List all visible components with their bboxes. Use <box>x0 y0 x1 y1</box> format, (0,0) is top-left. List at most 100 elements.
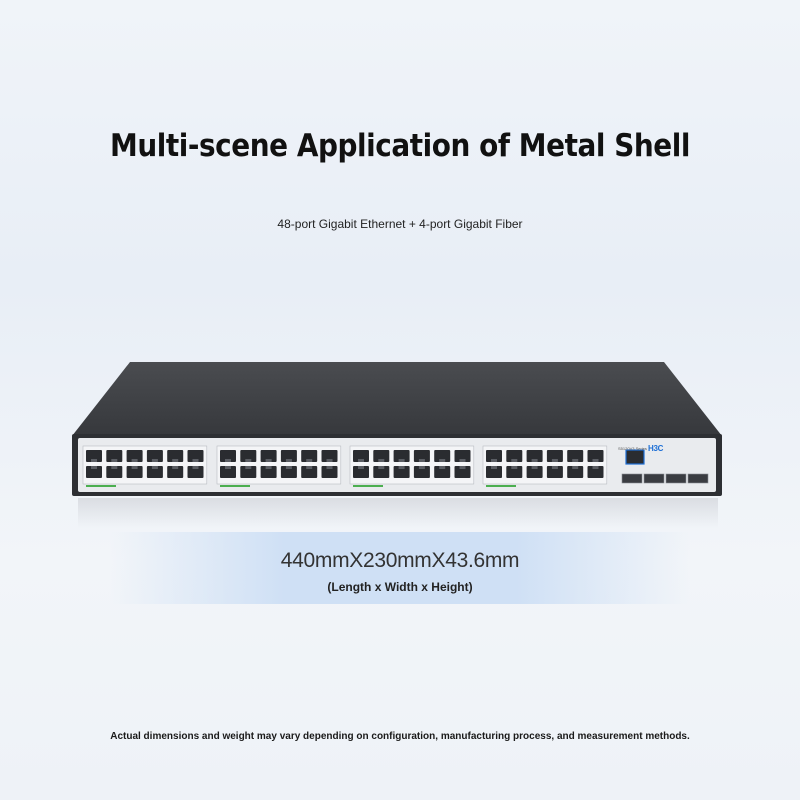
port-latch <box>326 459 333 462</box>
rj45-port-icon <box>393 466 410 478</box>
port-latch <box>245 459 252 462</box>
port-latch <box>306 466 313 469</box>
rj45-port-icon <box>486 466 502 478</box>
model-label: S5120V3 Series <box>618 446 647 451</box>
dimension-band <box>110 532 690 604</box>
port-latch <box>91 459 97 462</box>
port-latch <box>551 466 558 469</box>
rj45-port-icon <box>106 450 123 462</box>
port-latch <box>265 466 272 469</box>
rj45-port-icon <box>353 466 369 478</box>
port-latch <box>111 459 118 462</box>
rj45-port-icon <box>220 466 236 478</box>
port-latch <box>172 459 179 462</box>
rj45-port-icon <box>240 450 257 462</box>
port-latch <box>151 459 158 462</box>
port-latch <box>285 459 292 462</box>
rj45-port-icon <box>526 466 543 478</box>
brand-logo: H3C <box>648 444 664 453</box>
port-latch <box>326 466 333 469</box>
port-latch <box>592 459 599 462</box>
port-latch <box>358 466 364 469</box>
rj45-port-icon <box>434 466 451 478</box>
console-port-icon <box>625 449 645 465</box>
status-led-strip <box>220 485 250 487</box>
rj45-port-icon <box>587 466 604 478</box>
switch-reflection <box>78 498 718 528</box>
rj45-port-icon <box>167 466 184 478</box>
port-latch <box>531 466 538 469</box>
rj45-port-icon <box>220 450 236 462</box>
port-latch <box>151 466 158 469</box>
status-led-strip <box>353 485 383 487</box>
port-latch <box>418 466 425 469</box>
port-group <box>349 445 475 485</box>
port-latch <box>439 466 446 469</box>
port-latch <box>398 459 405 462</box>
rj45-port-icon <box>280 466 297 478</box>
rj45-port-icon <box>546 466 563 478</box>
front-panel: H3C S5120V3 Series <box>78 438 716 492</box>
rj45-port-icon <box>301 466 318 478</box>
port-latch <box>378 459 385 462</box>
port-latch <box>192 459 199 462</box>
rj45-port-icon <box>260 450 277 462</box>
port-latch <box>358 459 364 462</box>
rj45-port-icon <box>353 450 369 462</box>
dimensions-note: (Length x Width x Height) <box>327 580 473 594</box>
rj45-port-icon <box>486 450 502 462</box>
rj45-port-icon <box>413 466 430 478</box>
port-latch <box>459 459 466 462</box>
rj45-port-icon <box>454 466 471 478</box>
rj45-port-icon <box>301 450 318 462</box>
rj45-port-icon <box>187 450 204 462</box>
status-led-strip <box>86 485 116 487</box>
rj45-port-icon <box>86 450 102 462</box>
port-latch <box>592 466 599 469</box>
port-array <box>82 445 709 487</box>
sfp-port-icon <box>643 473 665 484</box>
port-latch <box>192 466 199 469</box>
sfp-port-icon <box>687 473 709 484</box>
port-latch <box>551 459 558 462</box>
page-subtitle: 48-port Gigabit Ethernet + 4-port Gigabi… <box>277 217 523 231</box>
rj45-port-icon <box>393 450 410 462</box>
page-title: Multi-scene Application of Metal Shell <box>110 128 690 164</box>
rj45-port-icon <box>126 466 143 478</box>
rj45-port-icon <box>321 450 338 462</box>
port-latch <box>418 459 425 462</box>
status-led-strip <box>486 485 516 487</box>
rj45-port-icon <box>86 466 102 478</box>
port-latch <box>225 466 231 469</box>
port-latch <box>245 466 252 469</box>
port-group <box>482 445 608 485</box>
port-latch <box>511 459 518 462</box>
port-latch <box>491 459 497 462</box>
port-latch <box>511 466 518 469</box>
rj45-port-icon <box>506 466 523 478</box>
port-latch <box>398 466 405 469</box>
rj45-port-icon <box>413 450 430 462</box>
disclaimer-text: Actual dimensions and weight may vary de… <box>110 731 690 742</box>
port-latch <box>572 459 579 462</box>
rj45-port-icon <box>321 466 338 478</box>
port-group <box>82 445 208 485</box>
port-latch <box>285 466 292 469</box>
port-latch <box>306 459 313 462</box>
port-latch <box>459 466 466 469</box>
port-latch <box>439 459 446 462</box>
rj45-port-icon <box>280 450 297 462</box>
port-group <box>216 445 342 485</box>
switch-front: H3C S5120V3 Series <box>72 434 722 496</box>
rj45-port-icon <box>240 466 257 478</box>
rj45-port-icon <box>567 450 584 462</box>
sfp-port-icon <box>665 473 687 484</box>
port-latch <box>531 459 538 462</box>
port-latch <box>131 466 138 469</box>
port-latch <box>131 459 138 462</box>
rj45-port-icon <box>454 450 471 462</box>
port-latch <box>572 466 579 469</box>
port-latch <box>91 466 97 469</box>
port-latch <box>172 466 179 469</box>
rj45-port-icon <box>567 466 584 478</box>
